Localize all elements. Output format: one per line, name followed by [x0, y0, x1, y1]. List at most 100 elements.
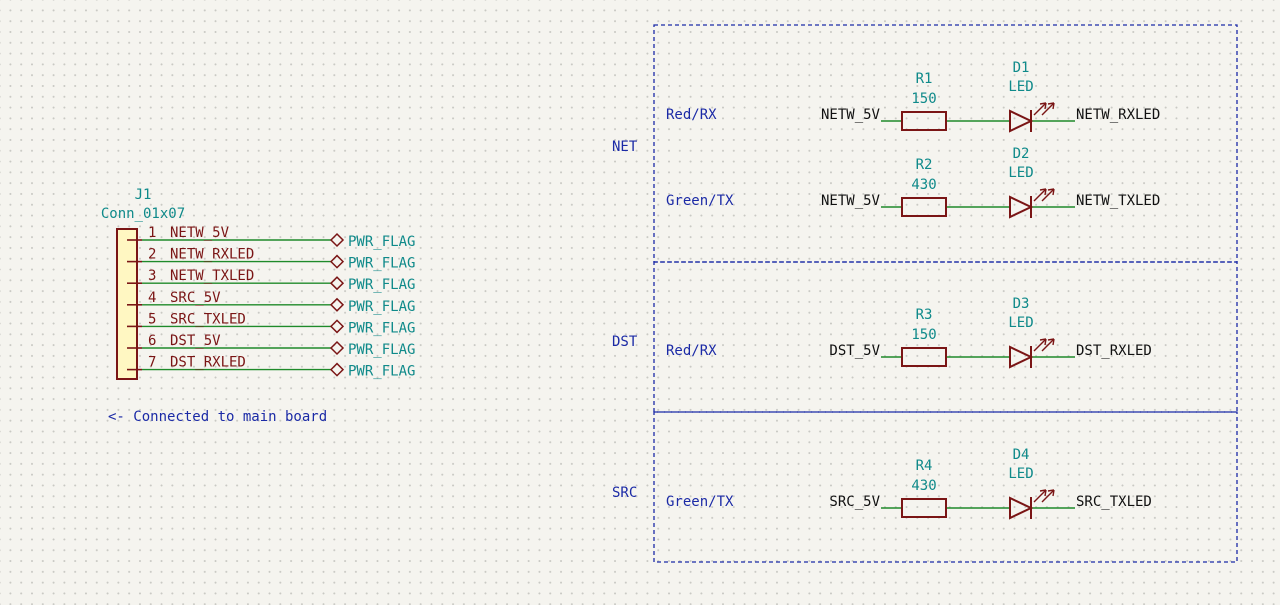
- led-emission-arrowhead: [1039, 489, 1047, 497]
- pin-number: 3: [148, 268, 156, 284]
- connector-pin-6[interactable]: 6 DST_5V PWR_FLAG: [127, 333, 415, 358]
- pin-name: SRC_5V: [170, 290, 221, 306]
- connector-value: Conn_01x07: [101, 206, 185, 222]
- led-emission-arrowhead: [1047, 188, 1055, 196]
- pin-name: DST_5V: [170, 333, 221, 349]
- group-box-net: [653, 24, 1238, 263]
- pwr-flag-icon: [329, 319, 345, 334]
- pin-number: 7: [148, 355, 156, 371]
- net-label-out[interactable]: SRC_TXLED: [1076, 494, 1152, 510]
- pwr-flag-icon: [329, 297, 345, 312]
- resistor-body: [901, 498, 947, 518]
- connector-note: <- Connected to main board: [108, 409, 327, 425]
- connector-pin-1[interactable]: 1 NETW_5V PWR_FLAG: [127, 225, 415, 250]
- net-label-in[interactable]: NETW_5V: [821, 107, 881, 123]
- resistor-value: 430: [911, 478, 936, 494]
- led-emission-arrowhead: [1047, 338, 1055, 346]
- pwr-flag-icon: [329, 232, 345, 248]
- led-emission-icon: [1033, 489, 1047, 503]
- pwr-flag-label: PWR_FLAG: [348, 256, 415, 272]
- net-label-out[interactable]: NETW_TXLED: [1076, 193, 1160, 209]
- led-ref: D3: [1013, 296, 1030, 312]
- pin-number: 1: [148, 225, 156, 241]
- net-label-out[interactable]: DST_RXLED: [1076, 343, 1152, 359]
- led-emission-icon: [1041, 188, 1055, 202]
- pwr-flag-label: PWR_FLAG: [348, 320, 415, 336]
- led-emission-icon: [1033, 102, 1047, 116]
- pwr-flag-icon: [329, 340, 345, 356]
- pin-number: 2: [148, 247, 156, 263]
- net-label-in[interactable]: DST_5V: [829, 343, 880, 359]
- channel-label: Red/RX: [666, 343, 717, 359]
- resistor-body: [901, 111, 947, 131]
- led-value: LED: [1008, 79, 1033, 95]
- connector-ref: J1: [135, 187, 152, 203]
- pin-name: SRC_TXLED: [170, 311, 246, 327]
- pin-name: DST_RXLED: [170, 355, 246, 371]
- led-ref: D4: [1013, 447, 1030, 463]
- group-label-net: NET: [612, 139, 638, 155]
- led-emission-arrowhead: [1039, 102, 1047, 110]
- net-label-out[interactable]: NETW_RXLED: [1076, 107, 1160, 123]
- group-label-src: SRC: [612, 485, 637, 501]
- resistor-value: 150: [911, 91, 936, 107]
- resistor-value: 430: [911, 177, 936, 193]
- connector-pin-3[interactable]: 3 NETW_TXLED PWR_FLAG: [127, 268, 415, 293]
- pwr-flag-icon: [329, 254, 345, 269]
- led-triangle-icon: [1009, 496, 1034, 520]
- resistor-body: [901, 197, 947, 217]
- pin-number: 5: [148, 311, 156, 327]
- led-value: LED: [1008, 315, 1033, 331]
- group-box-src: [653, 411, 1238, 563]
- pin-number: 6: [148, 333, 156, 349]
- pwr-flag-label: PWR_FLAG: [348, 234, 415, 250]
- pwr-flag-label: PWR_FLAG: [348, 277, 415, 293]
- led-triangle-icon: [1009, 109, 1034, 133]
- led-ref: D2: [1013, 146, 1030, 162]
- resistor-value: 150: [911, 327, 936, 343]
- channel-label: Green/TX: [666, 494, 734, 510]
- led-emission-icon: [1033, 188, 1047, 202]
- net-label-in[interactable]: NETW_5V: [821, 193, 881, 209]
- group-boxes: [653, 24, 1238, 563]
- resistor-ref: R1: [916, 71, 933, 87]
- led-emission-icon: [1033, 338, 1047, 352]
- resistor-body: [901, 347, 947, 367]
- resistor-ref: R3: [916, 307, 933, 323]
- pwr-flag-label: PWR_FLAG: [348, 342, 415, 358]
- channel-label: Red/RX: [666, 107, 717, 123]
- led-value: LED: [1008, 466, 1033, 482]
- net-label-in[interactable]: SRC_5V: [829, 494, 880, 510]
- pin-name: NETW_5V: [170, 225, 230, 241]
- group-label-dst: DST: [612, 334, 638, 350]
- resistor-ref: R4: [916, 458, 933, 474]
- pin-name: NETW_TXLED: [170, 268, 254, 284]
- led-ref: D1: [1013, 60, 1030, 76]
- led-emission-arrowhead: [1047, 489, 1055, 497]
- led-emission-arrowhead: [1047, 102, 1055, 110]
- led-emission-icon: [1041, 102, 1055, 116]
- resistor-ref: R2: [916, 157, 933, 173]
- pwr-flag-icon: [329, 362, 345, 377]
- pwr-flag-label: PWR_FLAG: [348, 299, 415, 315]
- connector-pin-5[interactable]: 5 SRC_TXLED PWR_FLAG: [127, 311, 415, 336]
- connector-pin-7[interactable]: 7 DST_RXLED PWR_FLAG: [127, 355, 415, 380]
- pwr-flag-label: PWR_FLAG: [348, 364, 415, 380]
- led-triangle-icon: [1009, 195, 1034, 219]
